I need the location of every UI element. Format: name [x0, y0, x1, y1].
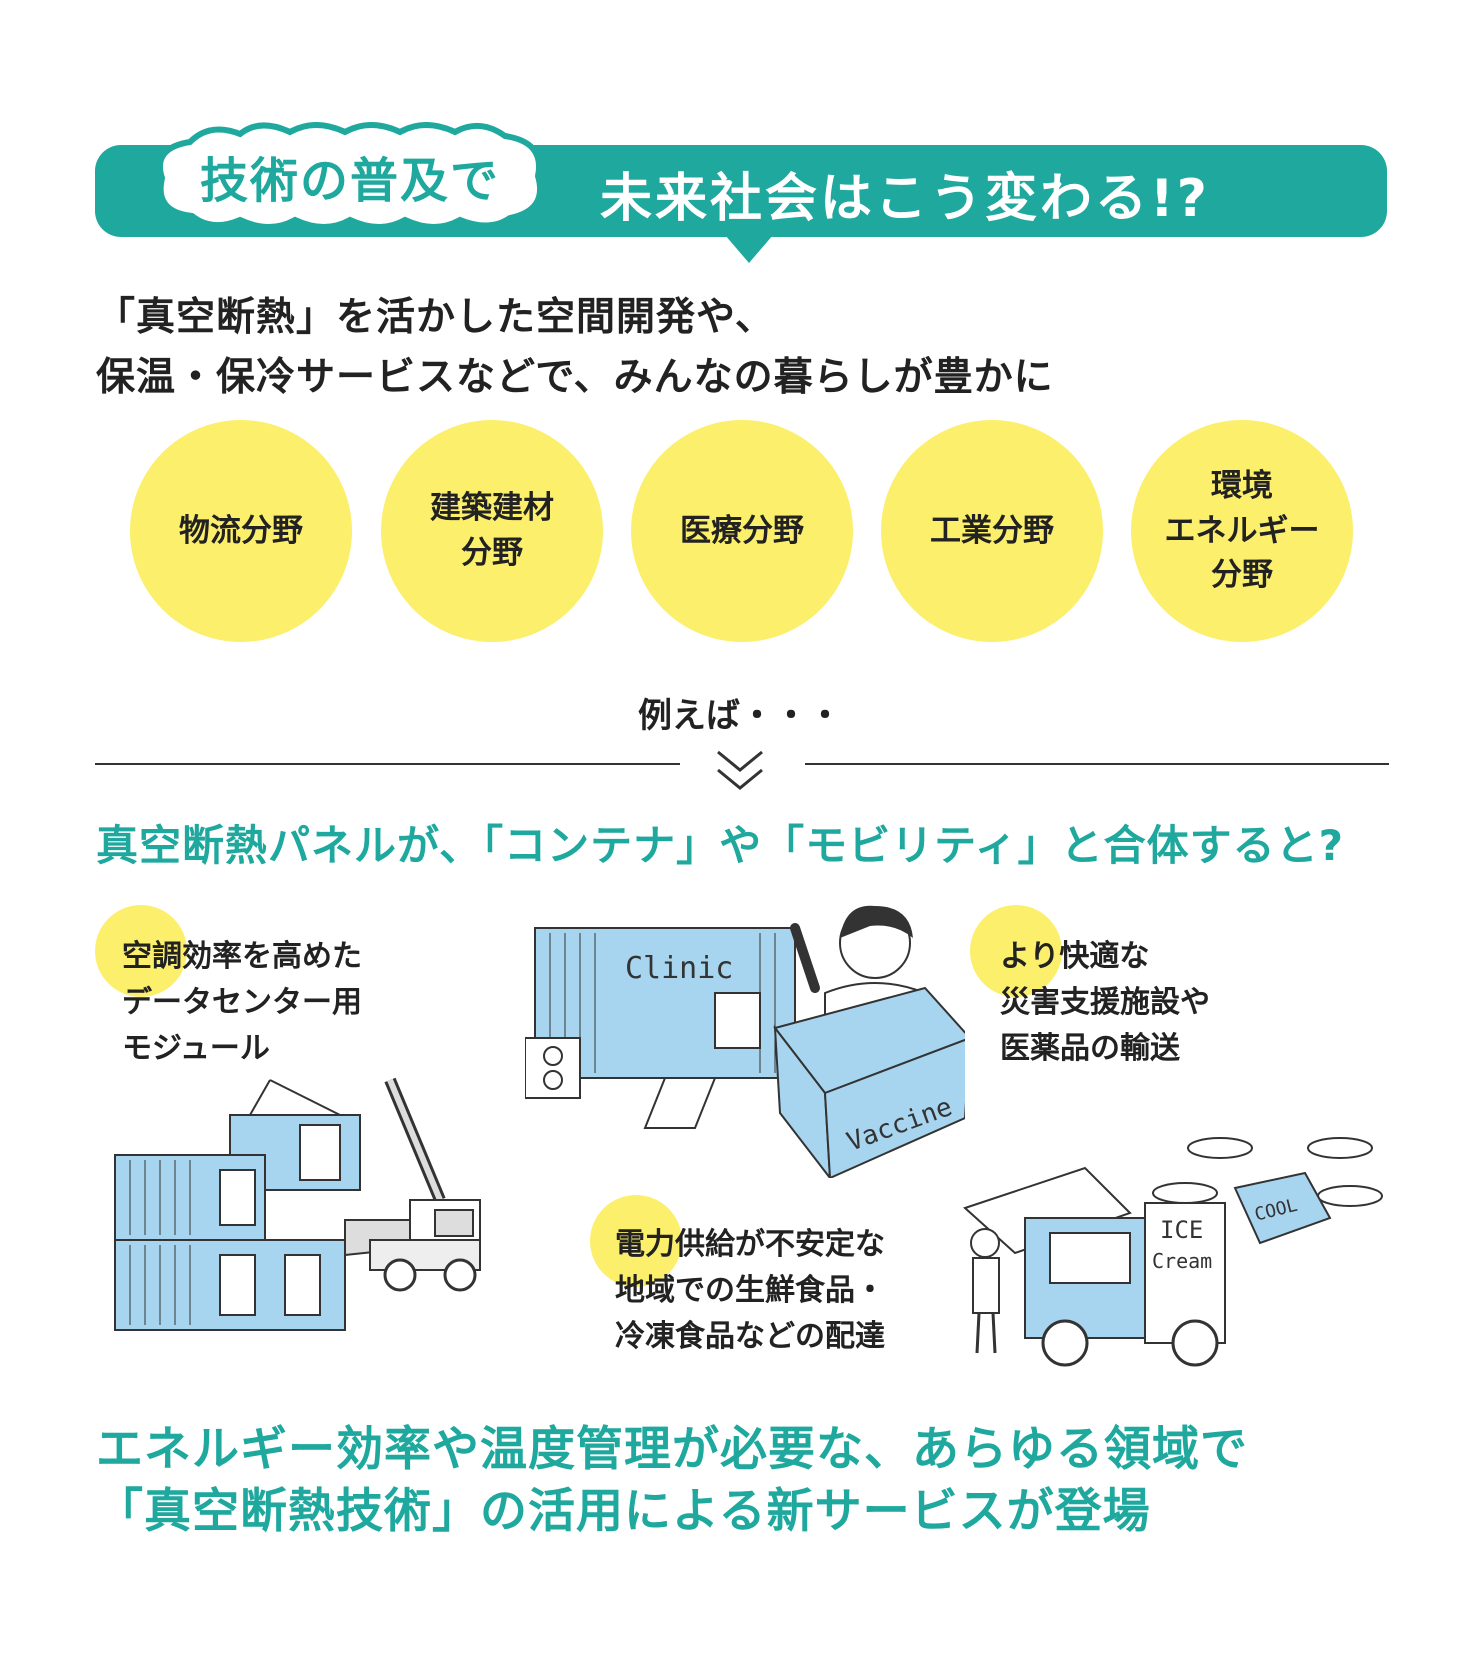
field-circle-energy: 環境 エネルギー 分野 — [1131, 420, 1353, 642]
modular-container-illustration — [114, 1077, 481, 1331]
ice-sign-text: ICE — [1160, 1216, 1203, 1244]
intro-line-1: 「真空断熱」を活かした空間開発や、 — [96, 295, 775, 340]
cool-drone: COOL — [1152, 1137, 1383, 1245]
field-label: 建築建材 分野 — [430, 490, 554, 571]
divider-right — [805, 763, 1389, 765]
caption-datacenter: 空調効率を高めた データセンター用 モジュール — [122, 939, 362, 1066]
question-headline: 真空断熱パネルが、「コンテナ」や「モビリティ」と合体すると? — [96, 821, 1345, 870]
field-label: 環境 エネルギー 分野 — [1164, 467, 1320, 594]
field-circle-logistics: 物流分野 — [130, 420, 352, 642]
field-circle-industrial: 工業分野 — [881, 420, 1103, 642]
intro-line-2: 保温・保冷サービスなどで、みんなの暮らしが豊かに — [96, 355, 1054, 400]
example-label: 例えば・・・ — [638, 696, 842, 736]
header-tag: 技術の普及で — [199, 153, 500, 209]
caption-dot — [95, 905, 187, 997]
conclusion-line-1: エネルギー効率や温度管理が必要な、あらゆる領域で — [96, 1422, 1248, 1477]
caption-dot — [590, 1195, 682, 1287]
caption-food-delivery: 電力供給が不安定な 地域での生鮮食品・ 冷凍食品などの配達 — [615, 1227, 885, 1354]
banner-pointer — [725, 235, 773, 263]
cloud-tag-shape — [157, 122, 544, 230]
field-label: 工業分野 — [930, 512, 1054, 549]
conclusion-line-2: 「真空断熱技術」の活用による新サービスが登場 — [96, 1484, 1151, 1539]
caption-disaster-medical: より快適な 災害支援施設や 医薬品の輸送 — [1000, 939, 1210, 1066]
clinic-sign-text: Clinic — [625, 951, 733, 986]
field-circle-medical: 医療分野 — [631, 420, 853, 642]
field-label: 医療分野 — [680, 512, 804, 549]
field-circle-construction: 建築建材 分野 — [381, 420, 603, 642]
caption-dot — [970, 905, 1062, 997]
ice-cream-vehicle-illustration: COOL ICE Cream — [963, 1137, 1383, 1367]
clinic-container-illustration: Clinic Vaccine — [525, 905, 965, 1178]
divider-left — [95, 763, 680, 765]
double-chevron-down-icon — [717, 750, 763, 790]
cream-sign-text: Cream — [1152, 1249, 1212, 1273]
page-title: 未来社会はこう変わる!? — [600, 168, 1210, 229]
field-label: 物流分野 — [179, 512, 303, 549]
